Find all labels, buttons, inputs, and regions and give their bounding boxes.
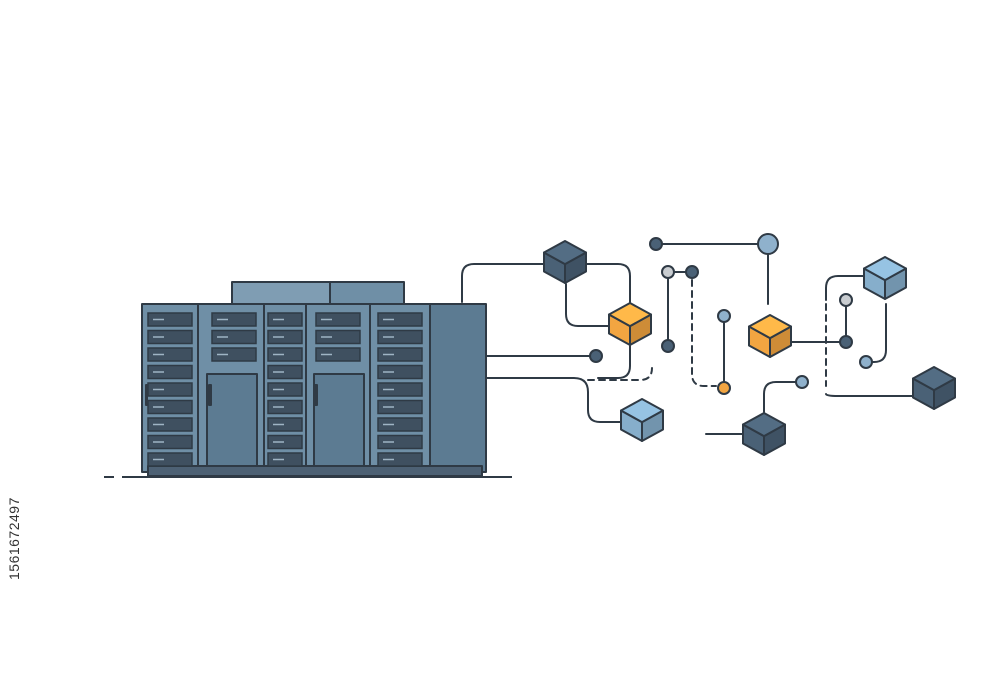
server-slot xyxy=(315,312,361,327)
server-slot xyxy=(267,417,303,432)
server-slot xyxy=(267,312,303,327)
server-slot xyxy=(211,312,257,327)
server-slot xyxy=(377,312,423,327)
network-node-icon xyxy=(859,355,873,369)
server-slot xyxy=(267,434,303,450)
server-slot xyxy=(377,417,423,432)
rack-top-unit-right xyxy=(329,281,405,305)
door-handle xyxy=(145,384,148,406)
blockchain-cube-icon xyxy=(742,412,786,456)
server-slot xyxy=(267,329,303,345)
blockchain-cube-icon xyxy=(543,240,587,284)
network-node-icon xyxy=(661,339,675,353)
rack-base xyxy=(147,465,483,477)
server-slot xyxy=(377,347,423,362)
connector-line xyxy=(867,303,887,363)
rack-door-4 xyxy=(313,373,365,467)
server-slot xyxy=(147,364,193,380)
blockchain-cube-icon xyxy=(620,398,664,442)
door-handles xyxy=(145,384,318,406)
server-slot xyxy=(147,312,193,327)
server-slot xyxy=(147,452,193,467)
network-node-icon xyxy=(795,375,809,389)
connector-line xyxy=(585,263,631,303)
network-node-icon xyxy=(717,381,731,395)
network-nodes xyxy=(589,233,873,395)
server-slot xyxy=(147,347,193,362)
connector-line xyxy=(825,393,915,397)
server-slot xyxy=(147,434,193,450)
server-slot xyxy=(147,399,193,415)
network-node-icon xyxy=(661,265,675,279)
network-node-icon xyxy=(685,265,699,279)
server-slot xyxy=(211,329,257,345)
server-slot xyxy=(377,329,423,345)
server-slot xyxy=(267,347,303,362)
server-slot xyxy=(377,399,423,415)
server-slot xyxy=(315,329,361,345)
server-slot xyxy=(267,452,303,467)
connector-line xyxy=(565,283,611,327)
dashed-connector xyxy=(587,367,653,381)
blockchain-cube-icon xyxy=(863,256,907,300)
server-slot xyxy=(315,347,361,362)
rack-slots xyxy=(147,312,423,467)
blockchain-cube-icon xyxy=(912,366,956,410)
blockchain-cubes xyxy=(543,240,956,456)
server-slot xyxy=(147,329,193,345)
server-rack-group xyxy=(141,281,487,477)
server-slot xyxy=(377,364,423,380)
network-node-icon xyxy=(839,335,853,349)
server-slot xyxy=(377,434,423,450)
server-slot xyxy=(377,452,423,467)
blockchain-cube-icon xyxy=(748,314,792,358)
network-node-icon xyxy=(839,293,853,307)
rack-door-2 xyxy=(206,373,258,467)
connector-line xyxy=(461,263,545,303)
blockchain-cube-icon xyxy=(608,302,652,346)
server-slot xyxy=(267,364,303,380)
dashed-connector xyxy=(691,279,717,387)
connector-line xyxy=(825,275,865,301)
network-node-icon xyxy=(717,309,731,323)
network-connections xyxy=(461,243,915,435)
server-slot xyxy=(267,399,303,415)
network-node-icon xyxy=(589,349,603,363)
rack-side-panel xyxy=(429,303,487,473)
rack-top-unit-left xyxy=(231,281,331,305)
network-node-icon xyxy=(757,233,779,255)
network-node-icon xyxy=(649,237,663,251)
server-slot xyxy=(147,417,193,432)
server-slot xyxy=(377,382,423,397)
connector-line xyxy=(485,377,623,423)
door-handle xyxy=(208,384,212,406)
connector-line xyxy=(597,345,631,379)
server-slot xyxy=(211,347,257,362)
door-handle xyxy=(314,384,318,406)
connector-line xyxy=(763,381,803,413)
server-slot xyxy=(267,382,303,397)
dashed-connections xyxy=(587,279,827,387)
